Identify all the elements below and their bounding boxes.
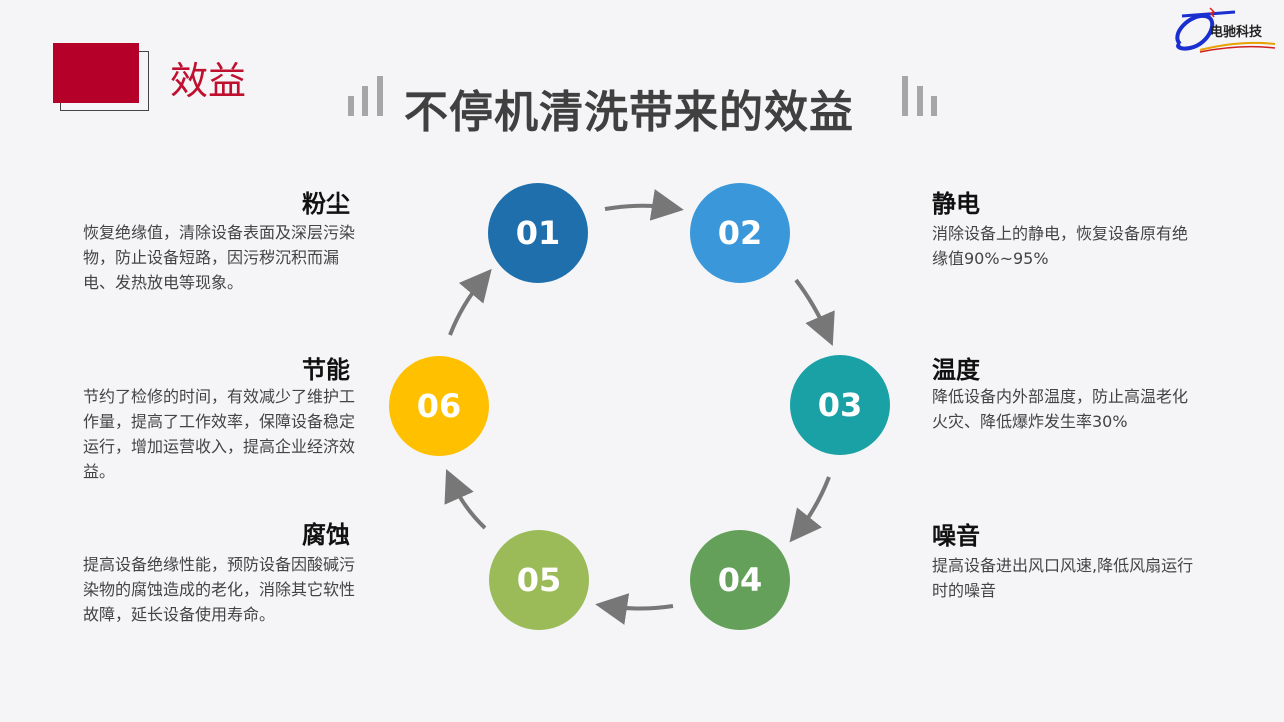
arrow-04-05 (595, 593, 674, 625)
benefit-desc-noise: 提高设备进出风口风速,降低风扇运行时的噪音 (932, 556, 1194, 600)
benefit-desc-dust: 恢复绝缘值，清除设备表面及深层污染物，防止设备短路，因污秽沉积而漏电、发热放电等… (83, 223, 356, 292)
arrow-03-04 (789, 476, 831, 543)
benefit-desc-static: 消除设备上的静电，恢复设备原有绝缘值90%~95% (932, 224, 1189, 268)
benefit-desc-temperature: 降低设备内外部温度，防止高温老化火灾、降低爆炸发生率30% (932, 387, 1189, 431)
title-decoration (917, 86, 923, 116)
svg-text:电驰科技: 电驰科技 (1210, 24, 1263, 40)
step-circle-04: 04 (690, 530, 790, 630)
step-circle-03: 03 (790, 355, 890, 455)
arrow-01-02 (604, 189, 684, 221)
step-circle-06: 06 (389, 356, 489, 456)
arrow-02-03 (794, 278, 835, 347)
company-logo: 电驰科技 (1170, 4, 1280, 54)
section-title: 效益 (170, 59, 247, 103)
arrow-06-01 (448, 268, 492, 336)
title-decoration (931, 96, 937, 116)
benefit-title-energy: 节能 (302, 356, 350, 384)
step-circle-05: 05 (489, 530, 589, 630)
benefit-title-static: 静电 (932, 190, 980, 218)
benefit-desc-corrosion: 提高设备绝缘性能，预防设备因酸碱污染物的腐蚀造成的老化，消除其它软性故障，延长设… (83, 555, 356, 624)
title-decoration (362, 86, 368, 116)
title-decoration (902, 76, 908, 116)
page-title: 不停机清洗带来的效益 (404, 87, 854, 138)
section-marker (53, 43, 139, 103)
benefit-title-noise: 噪音 (932, 522, 980, 550)
benefit-title-dust: 粉尘 (302, 190, 350, 218)
title-decoration (377, 76, 383, 116)
arrow-05-06 (444, 469, 487, 530)
benefit-title-temperature: 温度 (932, 356, 980, 384)
step-circle-02: 02 (690, 183, 790, 283)
title-decoration (348, 96, 354, 116)
benefit-desc-energy: 节约了检修的时间，有效减少了维护工作量，提高了工作效率，保障设备稳定运行，增加运… (83, 387, 356, 481)
benefit-title-corrosion: 腐蚀 (302, 521, 350, 549)
step-circle-01: 01 (488, 183, 588, 283)
